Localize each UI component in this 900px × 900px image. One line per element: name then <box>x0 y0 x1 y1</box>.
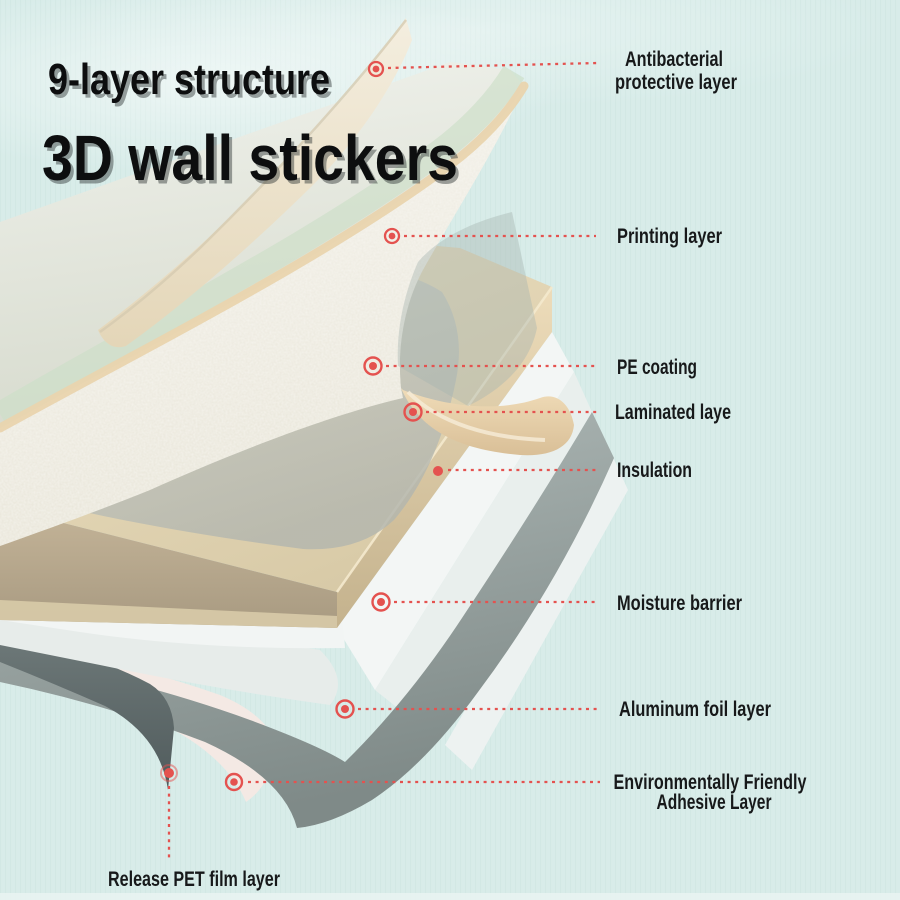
printing-marker-icon <box>383 227 401 245</box>
title-line1-shadow: 9-layer structure <box>51 59 333 108</box>
antibacterial-marker-icon <box>367 60 385 78</box>
callout-labels: Antibacterial protective layer Printing … <box>108 48 807 891</box>
laminated-label: Laminated laye <box>615 401 731 424</box>
pe-coating-label: PE coating <box>617 356 697 379</box>
printing-label: Printing layer <box>617 225 722 248</box>
slab-right-face <box>337 287 552 628</box>
aluminum-foil-sheet <box>0 412 614 828</box>
adhesive-marker-icon <box>224 772 244 792</box>
moisture-barrier-sheet <box>445 455 628 770</box>
aluminum-label: Aluminum foil layer <box>619 698 771 721</box>
insulation-label: Insulation <box>617 459 692 482</box>
foam-textured-band <box>0 81 574 546</box>
foam-curl-highlight <box>406 390 546 442</box>
page-title-line2: 3D wall stickers <box>42 122 458 194</box>
page-title-line1: 9-layer structure <box>48 55 330 104</box>
adhesive-label-line1: Environmentally Friendly <box>614 771 807 794</box>
release-pet-film-sheet <box>0 634 174 790</box>
title-block: 9-layer structure 9-layer structure 3D w… <box>42 55 461 198</box>
pe-coating-marker-icon <box>363 356 383 376</box>
insulation-layer-sheet <box>375 372 592 718</box>
callout-lines <box>167 61 600 862</box>
antibacterial-label-line2: protective layer <box>615 71 737 94</box>
release-label: Release PET film layer <box>108 868 280 891</box>
slab-left-face <box>0 507 337 628</box>
bottom-edge-strip <box>0 893 900 900</box>
antibacterial-blade <box>98 18 412 348</box>
antibacterial-callout-line <box>387 61 599 70</box>
aluminum-marker-icon <box>335 699 355 719</box>
insulation-marker-icon <box>433 466 443 476</box>
laminated-marker-icon <box>403 402 423 422</box>
moisture-label: Moisture barrier <box>617 592 742 615</box>
antibacterial-blade-shape <box>98 18 412 348</box>
antibacterial-label-line1: Antibacterial <box>625 48 723 71</box>
background-glow-2 <box>60 0 900 110</box>
moisture-marker-icon <box>371 592 391 612</box>
foam-stucco-texture <box>0 86 524 546</box>
title-line2-shadow: 3D wall stickers <box>45 126 461 198</box>
antibacterial-blade-edge <box>99 19 407 334</box>
slab-edge-highlight <box>335 286 554 593</box>
release-marker-icon <box>160 764 178 782</box>
foam-green-edge-strip <box>0 65 525 425</box>
callout-markers <box>160 60 443 792</box>
slab-left-face-light-strip <box>0 600 337 628</box>
foam-top-rim <box>0 81 529 433</box>
adhesive-label-line2: Adhesive Layer <box>657 791 772 814</box>
printing-layer-triangle <box>397 212 537 406</box>
